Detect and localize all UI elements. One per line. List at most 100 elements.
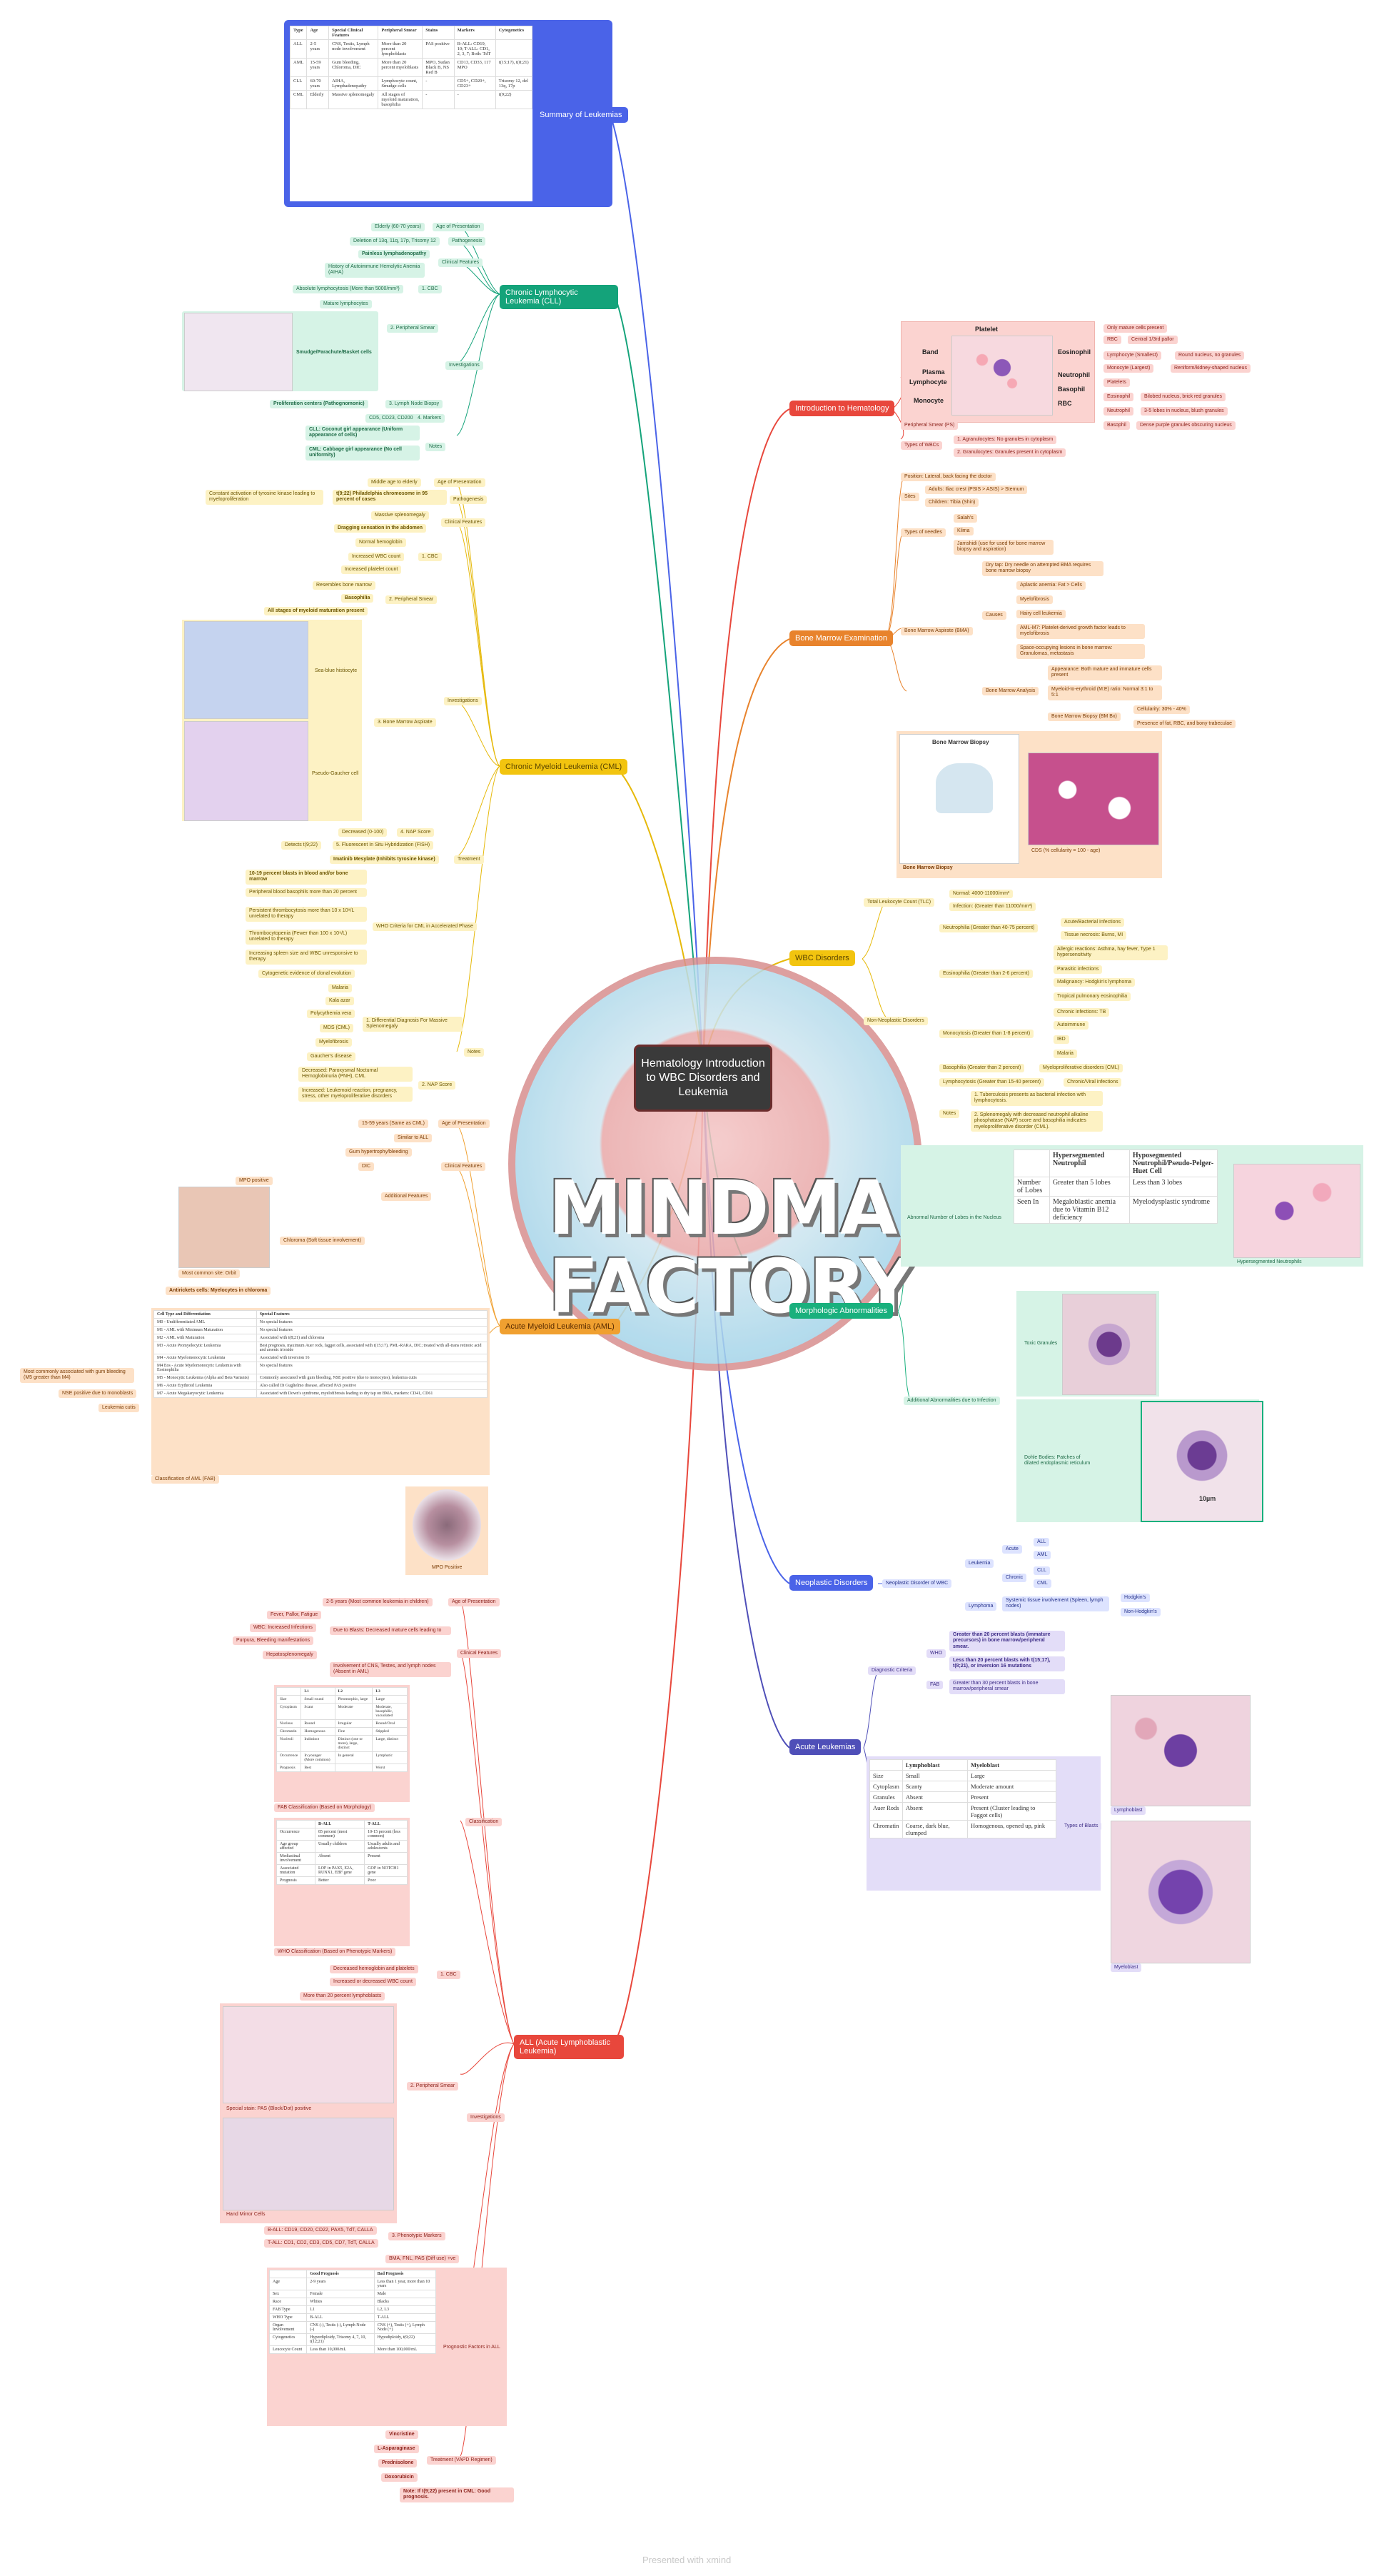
acute-fab-label[interactable]: FAB: [926, 1681, 944, 1690]
label-rbc: RBC: [1058, 400, 1072, 407]
all-smear-label[interactable]: 2. Peripheral Smear: [407, 2082, 459, 2091]
cll-invest-label[interactable]: Investigations: [445, 361, 483, 371]
neo-lymphoma[interactable]: Lymphoma: [965, 1602, 997, 1611]
marrow-causes-label[interactable]: Causes: [982, 611, 1006, 620]
morph-dohle-label: Dohle Bodies: Patches of dilated endopla…: [1021, 1454, 1099, 1469]
branch-cml[interactable]: Chronic Myeloid Leukemia (CML): [500, 759, 628, 775]
marrow-needles-label[interactable]: Types of needles: [901, 528, 946, 538]
all-treat-2: L-Asparaginase: [374, 2445, 419, 2454]
marrow-sites-label[interactable]: Sites: [901, 493, 919, 502]
all-age-label[interactable]: Age of Presentation: [448, 1598, 500, 1607]
aml-additional-label[interactable]: Additional Features: [381, 1192, 432, 1202]
branch-summary-leukemias[interactable]: Summary of Leukemias: [534, 107, 628, 123]
table-cell: B-ALL: [306, 2313, 375, 2322]
table-cell: LOF in PAX5, E2A, RUNX1, EBF gene: [314, 1864, 365, 1877]
cml-age-label[interactable]: Age of Presentation: [434, 478, 485, 488]
neo-leukemia[interactable]: Leukemia: [965, 1559, 994, 1569]
marrow-histology-image: [1028, 753, 1159, 845]
footer-credit: Presented with xmind: [642, 2555, 732, 2565]
branch-acute-leukemias[interactable]: Acute Leukemias: [789, 1739, 862, 1755]
cml-nap-label[interactable]: 4. NAP Score: [397, 828, 435, 837]
acute-types-label[interactable]: Types of Blasts: [1061, 1822, 1102, 1831]
neo-acute[interactable]: Acute: [1002, 1545, 1022, 1554]
aml-clinical-label[interactable]: Clinical Features: [441, 1162, 486, 1172]
cml-invest-label[interactable]: Investigations: [444, 697, 482, 706]
cml-treatment-label[interactable]: Treatment: [454, 855, 484, 865]
label-neutrophil: Neutrophil: [1058, 371, 1090, 378]
cml-clinical-label[interactable]: Clinical Features: [441, 518, 486, 528]
marrow-analysis-label[interactable]: Bone Marrow Analysis: [982, 687, 1039, 696]
morph-nuclei-label[interactable]: Abnormal Number of Lobes in the Nucleus: [904, 1214, 1018, 1223]
wbc-nonneo-label[interactable]: Non-Neoplastic Disorders: [864, 1017, 928, 1026]
aml-age-label[interactable]: Age of Presentation: [438, 1120, 490, 1129]
neo-label[interactable]: Neoplastic Disorder of WBC: [882, 1579, 952, 1589]
acute-who-2: Less than 20 percent blasts with t(15;17…: [949, 1656, 1065, 1671]
acute-img2-caption: Myeloblast: [1111, 1963, 1142, 1973]
cll-smear-label[interactable]: 2. Peripheral Smear: [387, 324, 439, 333]
cll-node-label[interactable]: 3. Lymph Node Biopsy: [385, 400, 443, 409]
wbc-baso-label[interactable]: Basophilia (Greater than 2 percent): [939, 1064, 1025, 1073]
acute-who-label[interactable]: WHO: [926, 1649, 946, 1659]
wbc-lymph: Chronic/Viral infections: [1064, 1078, 1122, 1087]
branch-intro-hematology[interactable]: Introduction to Hematology: [789, 401, 895, 416]
cml-ddx-4: MDS (CML): [320, 1024, 353, 1033]
branch-wbc-disorders[interactable]: WBC Disorders: [789, 950, 855, 966]
cml-patho-label[interactable]: Pathogenesis: [450, 495, 488, 505]
neo-chronic[interactable]: Chronic: [1002, 1574, 1027, 1583]
all-prog-label[interactable]: Prognostic Factors in ALL: [440, 2343, 504, 2353]
marrow-biopsy-label[interactable]: Bone Marrow Biopsy (BM Bx): [1048, 713, 1121, 722]
table-cell: PAS positive: [422, 39, 455, 59]
all-invest-label[interactable]: Investigations: [467, 2113, 505, 2123]
all-immuno-label[interactable]: 3. Phenotypic Markers: [388, 2232, 445, 2241]
cml-fish-label[interactable]: 5. Fluorescent In Situ Hybridization (FI…: [333, 841, 434, 850]
acute-diag-label[interactable]: Diagnostic Criteria: [868, 1666, 916, 1676]
acute-lymphoblast-image: [1111, 1695, 1251, 1806]
cll-patho-label[interactable]: Pathogenesis: [448, 237, 486, 246]
branch-morphologic[interactable]: Morphologic Abnormalities: [789, 1303, 894, 1319]
cll-notes-label[interactable]: Notes: [425, 443, 446, 452]
wbc-lymph-label[interactable]: Lymphocytosis (Greater than 15-40 percen…: [939, 1078, 1045, 1087]
cml-ddx-3: Polycythemia vera: [307, 1010, 355, 1019]
wbc-mono-label[interactable]: Monocytosis (Greater than 1-8 percent): [939, 1030, 1034, 1039]
cll-cbc: Absolute lymphocytosis (More than 5000/m…: [293, 285, 403, 294]
cll-clinical-label[interactable]: Clinical Features: [438, 258, 483, 268]
cml-nap-notes-label[interactable]: 2. NAP Score: [418, 1081, 456, 1090]
wbc-notes-label[interactable]: Notes: [939, 1110, 960, 1119]
cml-accel-label[interactable]: WHO Criteria for CML in Accelerated Phas…: [373, 922, 477, 932]
aml-side-note-2: NSE positive due to monoblasts: [59, 1389, 137, 1399]
table-cell: M2 - AML with Maturation: [153, 1334, 257, 1342]
all-class-label[interactable]: Classification: [465, 1818, 502, 1827]
all-clinical-label[interactable]: Clinical Features: [457, 1649, 502, 1659]
branch-neoplastic[interactable]: Neoplastic Disorders: [789, 1575, 874, 1591]
cml-marrow-label[interactable]: 3. Bone Marrow Aspirate: [374, 718, 436, 728]
branch-aml[interactable]: Acute Myeloid Leukemia (AML): [500, 1319, 620, 1334]
morph-infection-label[interactable]: Additional Abnormalities due to Infectio…: [904, 1397, 1000, 1406]
cml-smear-label[interactable]: 2. Peripheral Smear: [385, 595, 438, 605]
table-header-cell: [276, 1820, 315, 1828]
table-cell: -: [453, 90, 496, 109]
cll-markers-label[interactable]: 4. Markers: [414, 414, 445, 423]
intro-cell-3: Lymphocyte (Smallest): [1103, 351, 1161, 361]
intro-types-label[interactable]: Types of WBCs: [901, 441, 943, 451]
all-cbc-label[interactable]: 1. CBC: [437, 1971, 460, 1980]
root-topic[interactable]: Hematology Introduction to WBC Disorders…: [634, 1045, 772, 1112]
cml-ddx-label[interactable]: 1. Differential Diagnosis For Massive Sp…: [363, 1017, 463, 1032]
table-header-cell: Cell Type and Differentiation: [153, 1310, 257, 1319]
cll-age-label[interactable]: Age of Presentation: [433, 223, 484, 232]
cml-cbc-label[interactable]: 1. CBC: [418, 553, 442, 562]
marrow-aspirate-label[interactable]: Bone Marrow Aspirate (BMA): [901, 627, 973, 636]
table-header-cell: [268, 2270, 308, 2278]
cml-notes-label[interactable]: Notes: [464, 1048, 485, 1057]
table-cell: Large: [967, 1770, 1056, 1781]
marrow-cause-1: Aplastic anemia: Fat > Cells: [1016, 581, 1086, 590]
branch-bone-marrow[interactable]: Bone Marrow Examination: [789, 630, 894, 646]
wbc-neutro-label[interactable]: Neutrophilia (Greater than 40-75 percent…: [939, 924, 1039, 933]
branch-all[interactable]: ALL (Acute Lymphoblastic Leukemia): [514, 2035, 624, 2059]
wbc-tlc-label[interactable]: Total Leukocyte Count (TLC): [864, 898, 935, 907]
branch-cll[interactable]: Chronic Lymphocytic Leukemia (CLL): [500, 285, 618, 309]
all-treat-label[interactable]: Treatment (VAPD Regimen): [427, 2456, 496, 2465]
table-cell: 60-70 years: [306, 76, 330, 91]
wbc-eos-label[interactable]: Eosinophilia (Greater than 2-6 percent): [939, 970, 1034, 979]
cll-cbc-label[interactable]: 1. CBC: [418, 285, 442, 294]
